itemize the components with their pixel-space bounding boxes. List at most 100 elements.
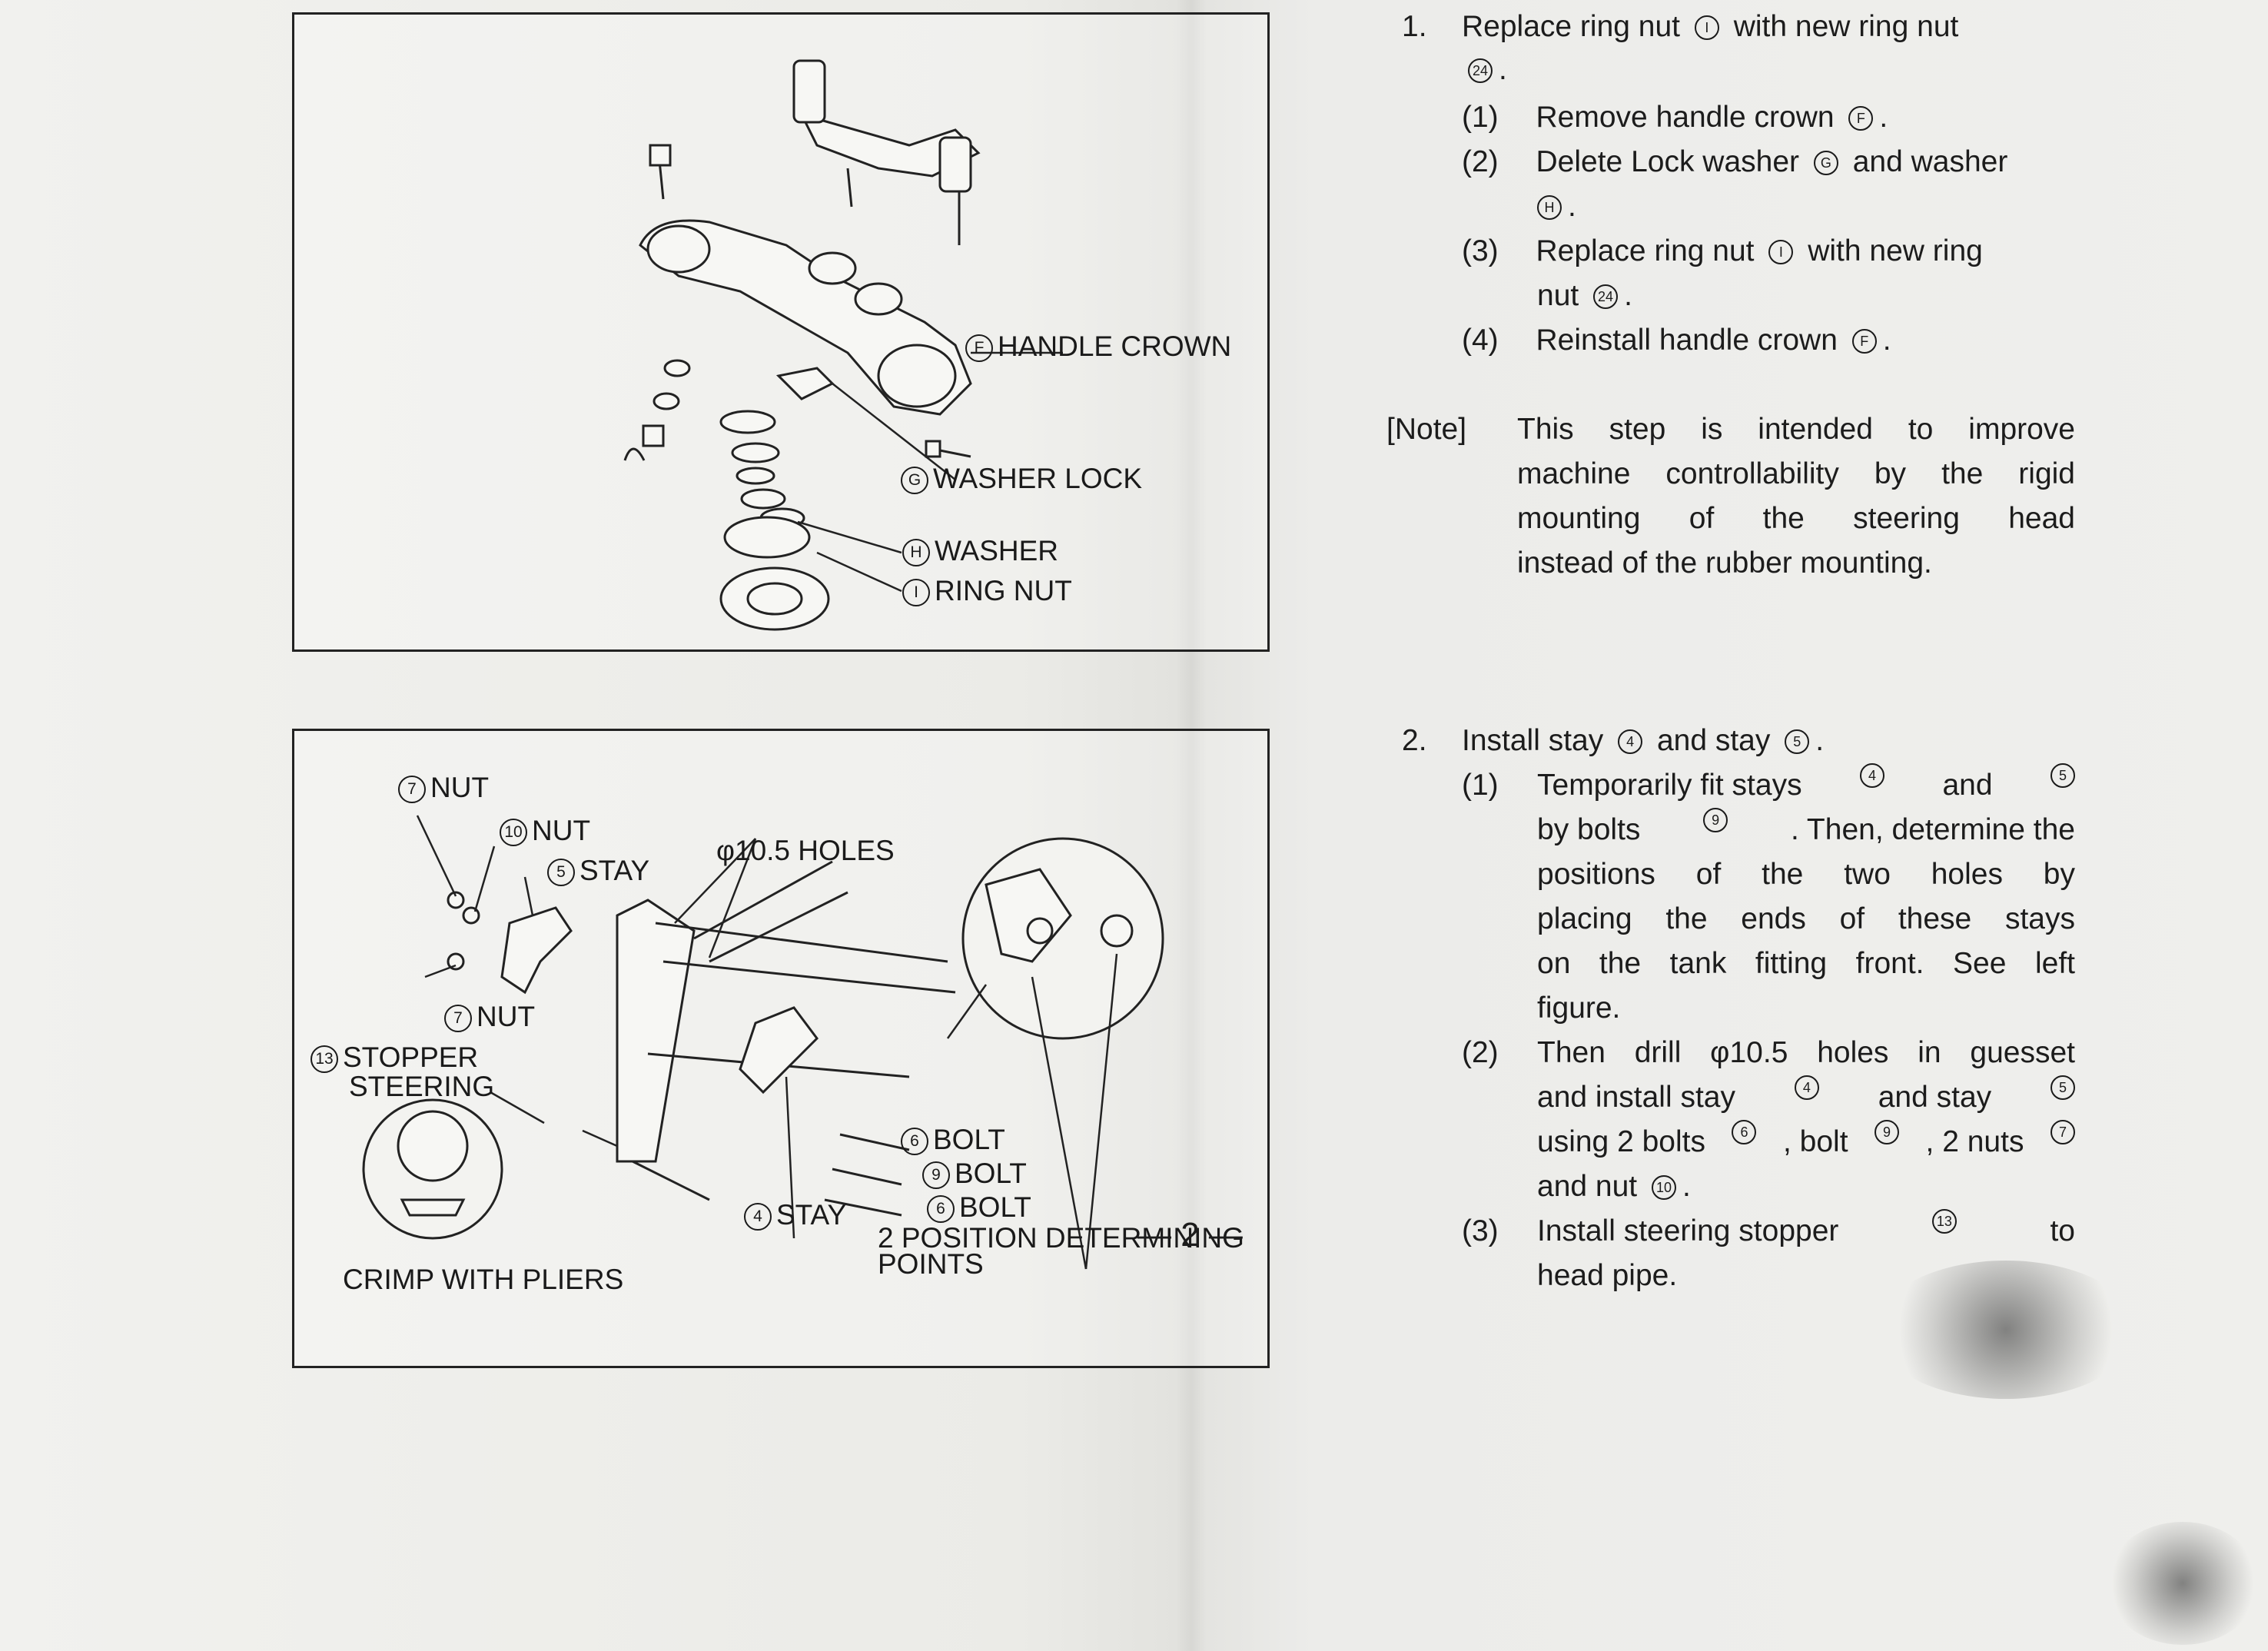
step2-sub1-line5: on the tank fitting front. See left	[1537, 947, 2075, 980]
step1-line1-b: with new ring nut	[1733, 10, 1959, 43]
step1-line1: Replace ring nut I with new ring nut	[1462, 5, 2075, 49]
sub-end: .	[1879, 101, 1888, 134]
note-tag: [Note]	[1386, 413, 1467, 446]
marker-6: 6	[927, 1195, 955, 1223]
sub-text: Delete Lock washer	[1536, 145, 1800, 178]
text: Install steering stopper	[1537, 1214, 1839, 1247]
marker-H: H	[902, 539, 930, 566]
step1-sub3: (3) Replace ring nut I with new ring	[1462, 229, 1983, 274]
label-holes: φ10.5 HOLES	[716, 835, 895, 866]
marker-4: 4	[1860, 763, 1885, 788]
page-number: — 2 —	[1137, 1216, 1243, 1254]
marker-7: 7	[444, 1005, 472, 1032]
marker-5: 5	[2050, 763, 2075, 788]
marker-9: 9	[922, 1161, 950, 1189]
text: using 2 bolts	[1537, 1125, 1705, 1158]
sub-end: .	[1624, 279, 1632, 312]
marker-13: 13	[1931, 1209, 1957, 1234]
text: and nut	[1537, 1170, 1638, 1203]
step2-sub3-line1: Install steering stopper 13 to	[1537, 1209, 2075, 1254]
marker-5: 5	[2050, 1075, 2075, 1100]
label-washer-text: WASHER	[935, 535, 1059, 566]
marker-G: G	[1813, 151, 1838, 175]
ink-smudge	[1875, 1261, 2137, 1399]
label-stopper-text: STOPPER	[343, 1041, 479, 1073]
step1-line1-a: Replace ring nut	[1462, 10, 1681, 43]
marker-H: H	[1537, 195, 1562, 220]
text: by bolts	[1537, 813, 1641, 846]
step2-sub1-line4: placing the ends of these stays	[1537, 902, 2075, 935]
step2-sub2-line2: and install stay 4 and stay 5	[1537, 1075, 2075, 1120]
text: and install stay	[1537, 1081, 1735, 1114]
step2-number: 2.	[1402, 724, 1427, 757]
step2-sub3-number: (3)	[1462, 1214, 1499, 1247]
text: , 2 nuts	[1925, 1125, 2024, 1158]
page-fold-shadow	[1176, 0, 1207, 1651]
label-nut7-low-text: NUT	[477, 1001, 536, 1032]
marker-9: 9	[1703, 808, 1728, 832]
step1-sub2-cont: H.	[1537, 184, 1576, 229]
step2-sub2-line3: using 2 bolts 6 , bolt 9 , 2 nuts 7	[1537, 1120, 2075, 1164]
label-bolt6b-text: BOLT	[959, 1191, 1031, 1223]
marker-F: F	[1848, 106, 1874, 131]
note-line-4: instead of the rubber mounting.	[1517, 546, 1932, 580]
marker-10: 10	[1651, 1175, 1676, 1200]
marker-5: 5	[547, 859, 575, 886]
sub-number: (3)	[1462, 234, 1499, 267]
step1-sub3-cont: nut 24.	[1537, 274, 1632, 318]
text: . Then, determine the	[1790, 813, 2075, 846]
text: .	[1682, 1170, 1691, 1203]
step2-sub2-line1: Then drill φ10.5 holes in guesset	[1537, 1036, 2075, 1069]
label-nut10-text: NUT	[532, 815, 591, 846]
marker-F: F	[965, 334, 993, 362]
text: Temporarily fit stays	[1537, 769, 1802, 802]
step2-sub1-line3: positions of the two holes by	[1537, 858, 2075, 891]
label-position-text-2: POINTS	[878, 1248, 984, 1280]
ink-smudge	[2106, 1522, 2260, 1645]
sub-text: Remove handle crown	[1536, 101, 1835, 134]
label-stay5-text: STAY	[579, 855, 650, 886]
step2-sub2-number: (2)	[1462, 1036, 1499, 1069]
marker-24: 24	[1593, 284, 1619, 309]
marker-7: 7	[398, 776, 426, 803]
sub-text-c: nut	[1537, 279, 1579, 312]
sub-end: .	[1568, 190, 1576, 223]
step2-line1-b: and stay	[1656, 724, 1771, 757]
marker-5: 5	[1785, 729, 1810, 754]
sub-text: Replace ring nut	[1536, 234, 1755, 267]
label-washer-lock-text: WASHER LOCK	[933, 463, 1143, 494]
marker-9: 9	[1875, 1120, 1900, 1144]
text: and	[1942, 769, 1993, 802]
text: , bolt	[1782, 1125, 1848, 1158]
step1-sub2: (2) Delete Lock washer G and washer	[1462, 140, 2007, 184]
sub-end: .	[1882, 324, 1891, 357]
marker-4: 4	[744, 1203, 772, 1231]
sub-number: (2)	[1462, 145, 1499, 178]
sub-text-b: with new ring	[1808, 234, 1983, 267]
step2-sub3-line2: head pipe.	[1537, 1259, 1678, 1292]
step2-line1-c: .	[1815, 724, 1825, 757]
figure-stay-installation	[292, 729, 1270, 1368]
marker-I: I	[902, 579, 930, 606]
sub-number: (4)	[1462, 324, 1499, 357]
marker-10: 10	[500, 819, 527, 846]
step1-line2: 24.	[1462, 48, 1507, 92]
step2-sub1-line2: by bolts 9 . Then, determine the	[1537, 808, 2075, 852]
sub-number: (1)	[1462, 101, 1499, 134]
label-steering-text: STEERING	[349, 1071, 495, 1102]
sub-text: Reinstall handle crown	[1536, 324, 1838, 357]
label-handle-crown-text: HANDLE CROWN	[998, 331, 1232, 362]
label-bolt6a-text: BOLT	[933, 1124, 1005, 1155]
